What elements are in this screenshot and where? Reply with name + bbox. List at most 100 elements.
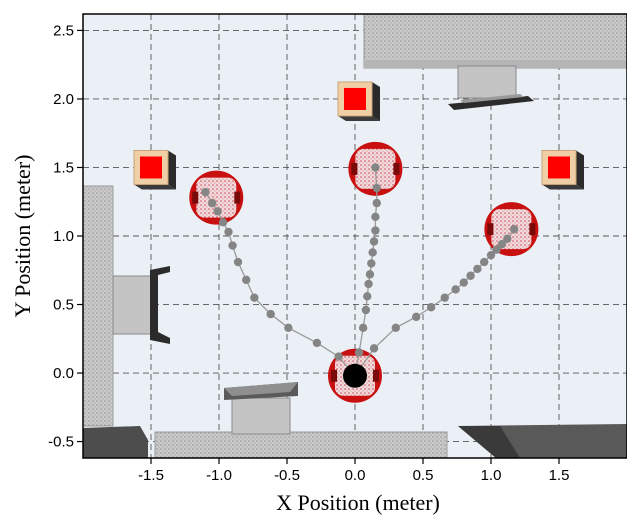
- bottom-stand-top: [224, 382, 298, 396]
- trajectory-point: [367, 259, 376, 268]
- trajectory-point: [358, 323, 368, 333]
- trajectory-point: [369, 344, 379, 353]
- trajectory-point: [354, 348, 364, 357]
- robot-wheel-right: [373, 369, 379, 382]
- left-stand: [112, 275, 154, 335]
- trajectory-point: [312, 338, 322, 348]
- robot-body: [189, 170, 244, 225]
- robot-body: [484, 202, 539, 257]
- trajectory-point: [368, 248, 377, 257]
- trajectory-point: [480, 257, 489, 267]
- target-center: [140, 156, 162, 179]
- x-tick-label: 0.5: [413, 467, 434, 484]
- trajectory-point: [228, 241, 237, 250]
- trajectory-point: [497, 240, 507, 249]
- top-stand-foot: [460, 94, 524, 103]
- target-box: [541, 149, 584, 190]
- x-tick-label: -1.0: [206, 467, 232, 484]
- y-tick-label: 2.0: [53, 91, 74, 108]
- trajectory-series: [201, 163, 519, 377]
- target-box: [133, 149, 176, 190]
- y-axis-ticks: -0.50.00.51.01.52.02.5: [48, 22, 83, 451]
- x-axis-ticks: -1.5 -1.0 -0.5 0.0 0.5 1.0 1.5: [138, 458, 569, 484]
- trajectory-point: [218, 218, 228, 227]
- trajectory-point: [451, 285, 460, 294]
- top-stand-base: [448, 96, 534, 110]
- robot-wheel-left: [192, 191, 199, 204]
- trajectory-point: [233, 257, 243, 267]
- trajectory-point: [364, 279, 373, 289]
- trajectory-point: [363, 292, 372, 301]
- trajectory-point: [213, 207, 222, 216]
- trajectory-point: [224, 227, 233, 237]
- bottom-stand: [231, 397, 291, 435]
- trajectory-point: [365, 270, 375, 279]
- trajectory-point: [412, 312, 421, 322]
- start-marker: [343, 363, 367, 388]
- trajectory-point: [371, 226, 380, 235]
- target-markers: [133, 81, 584, 190]
- target-box-side: [576, 150, 584, 190]
- trajectory-point: [371, 212, 380, 222]
- robot-markers: [189, 141, 539, 403]
- trajectory-point: [372, 183, 381, 193]
- robot-body: [328, 348, 382, 403]
- robot-core: [196, 177, 237, 218]
- robot-wheel-right: [529, 223, 536, 236]
- target-box: [337, 81, 380, 121]
- trajectory-point: [208, 198, 217, 208]
- top-table-shadow: [364, 60, 627, 68]
- target-box-top: [541, 149, 577, 185]
- trajectory-point: [334, 352, 343, 361]
- y-axis-title: Y Position (meter): [10, 155, 35, 318]
- robot-wheel-left: [351, 162, 358, 175]
- x-tick-label: 1.0: [481, 467, 502, 484]
- y-tick-label: 1.0: [53, 228, 74, 245]
- target-box-bottom: [542, 184, 584, 190]
- x-tick-label: 1.5: [549, 467, 570, 484]
- top-table: [363, 14, 627, 69]
- trajectory-point: [250, 293, 259, 302]
- robot-wheel-right: [393, 162, 400, 175]
- target-center: [344, 87, 366, 110]
- trajectory-point: [473, 264, 482, 274]
- y-tick-label: -0.5: [48, 434, 74, 451]
- trajectory-point: [391, 323, 400, 333]
- x-tick-label: -1.5: [138, 467, 164, 484]
- trajectory-point: [361, 305, 371, 315]
- trajectory-point: [503, 234, 512, 243]
- trajectory-point: [440, 293, 449, 302]
- bottom-table: [154, 431, 448, 458]
- robot-wheel-left: [487, 223, 494, 236]
- robot-wheel-left: [331, 369, 337, 382]
- trajectory-point: [266, 309, 275, 319]
- target-box-side: [168, 150, 176, 190]
- trajectory-point: [492, 245, 501, 254]
- y-tick-label: 0.5: [53, 297, 74, 314]
- trajectory-point: [369, 237, 379, 246]
- x-tick-label: 0.0: [345, 467, 366, 484]
- start-marker-group: [343, 363, 367, 388]
- x-tick-label: -0.5: [274, 467, 300, 484]
- trajectory-point: [426, 303, 436, 312]
- target-box-bottom: [338, 115, 380, 121]
- target-center: [548, 156, 570, 179]
- trajectory-point: [201, 187, 210, 197]
- robot-wheel-right: [234, 191, 241, 204]
- left-dark-block: [83, 426, 148, 458]
- y-tick-label: 2.5: [53, 22, 74, 39]
- trajectory-point: [466, 271, 475, 280]
- left-stand-bracket: [150, 266, 170, 344]
- trajectory-point: [372, 198, 381, 208]
- target-box-bottom: [134, 184, 176, 190]
- left-table: [83, 185, 114, 427]
- top-stand: [457, 65, 517, 99]
- target-box-side: [372, 81, 380, 121]
- right-dark-ramp-edge: [458, 426, 520, 458]
- trajectory-point: [242, 275, 251, 285]
- trajectory-point: [459, 278, 468, 287]
- x-axis-title: X Position (meter): [276, 490, 440, 515]
- trajectory-point: [371, 163, 380, 172]
- y-tick-label: 1.5: [53, 159, 74, 176]
- trajectory-point: [509, 224, 519, 234]
